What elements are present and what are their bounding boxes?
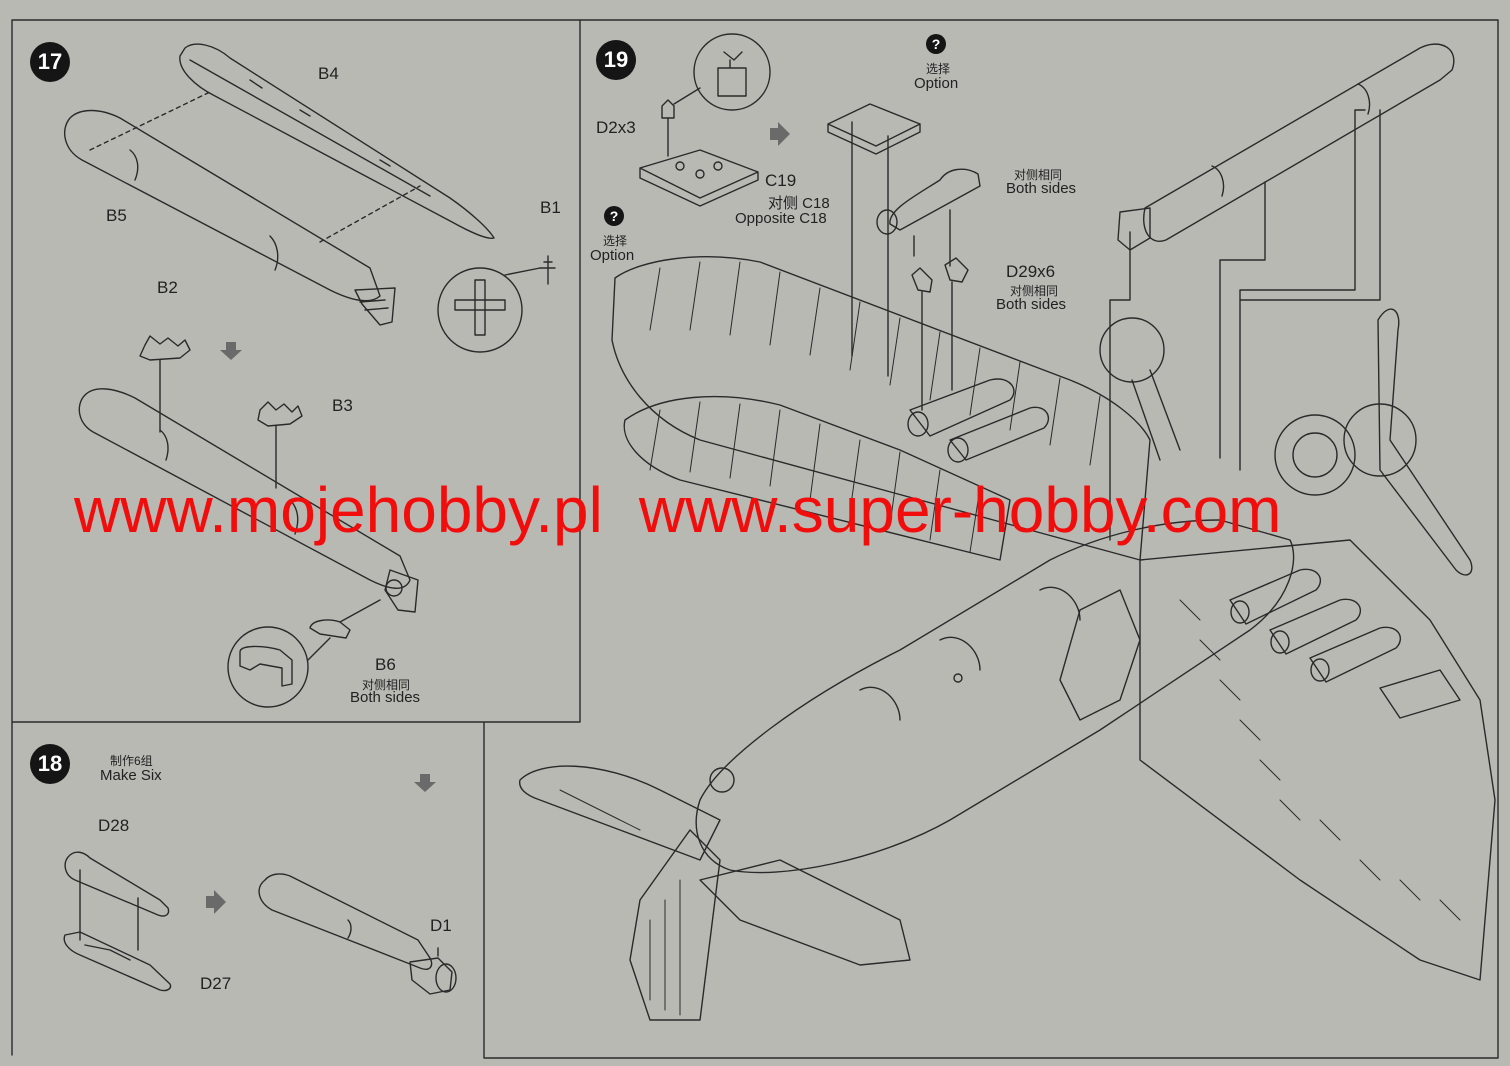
wing-ribs [649,261,1101,466]
fuselage [695,519,1295,874]
bomb-note-cn: 对侧相同 [1014,168,1063,182]
c18-note-en: Opposite C18 [735,210,827,227]
vertical-fin [629,829,721,1021]
step17-panel-border [11,19,1499,1059]
d27-part [63,931,172,992]
horizontal-stabilizer [518,765,721,861]
part-label-b1: B1 [540,198,561,217]
c19-mount-plate [639,149,759,207]
option-top-cn: 选择 [926,62,951,76]
d1-assembled-bomb [258,873,433,970]
d29-note-en: Both sides [996,296,1067,313]
watermark-right: www.super-hobby.com [638,474,1282,546]
d29-note-cn: 对侧相同 [1010,284,1059,298]
spinner [1343,403,1417,477]
part-label-b4: B4 [318,64,339,83]
d2-detail-circle [693,33,771,111]
watermark-left: www.mojehobby.pl [74,474,603,546]
part-label-d28: D28 [98,816,130,835]
b4-tank-half [179,43,495,239]
part-label-c19: C19 [765,171,797,190]
part-label-d1: D1 [430,916,452,935]
c18-note-cn: 对侧 C18 [768,195,830,212]
bomb-note-en: Both sides [1006,180,1077,197]
b6-note-en: Both sides [350,689,421,706]
option-plate [827,103,921,155]
watermark: www.mojehobby.pl www.super-hobby.com [74,470,1474,550]
bomb-part [889,168,981,231]
option-marker-left: ? [604,206,624,226]
propeller [1377,308,1473,576]
step-19-badge: 19 [596,40,636,80]
b1-fin [539,255,556,285]
option-left-cn: 选择 [603,234,628,248]
b6-note-cn: 对侧相同 [362,678,411,692]
part-label-b3: B3 [332,396,353,415]
part-label-b5: B5 [106,206,127,225]
tailplane-lower [699,859,911,966]
part-label-d27: D27 [200,974,232,993]
part-label-b6: B6 [375,655,396,674]
step18-note-en: Make Six [100,767,162,784]
b3-bracket [257,401,303,427]
starboard-wing [1139,539,1496,981]
step18-note-cn: 制作6组 [110,754,153,768]
drop-tank [1143,43,1455,242]
b5-assembled-tank [78,388,411,589]
port-wing [611,256,1151,561]
b6-detail-circle [227,626,309,708]
step-18-badge: 18 [30,744,70,784]
b1-detail-circle [437,267,523,353]
option-top-en: Option [914,75,959,92]
d29-fin [911,257,969,293]
main-wheel-right [1274,414,1356,496]
step-17-badge: 17 [30,42,70,82]
d28-part [64,851,170,917]
cockpit-canopy [1059,589,1141,721]
option-marker-top: ? [926,34,946,54]
part-label-d2x3: D2x3 [596,118,636,137]
b2-bracket [139,335,191,361]
b5-tank-body [63,109,381,302]
part-label-d29x6: D29x6 [1006,262,1056,281]
option-left-en: Option [590,247,635,264]
part-label-b2: B2 [157,278,178,297]
